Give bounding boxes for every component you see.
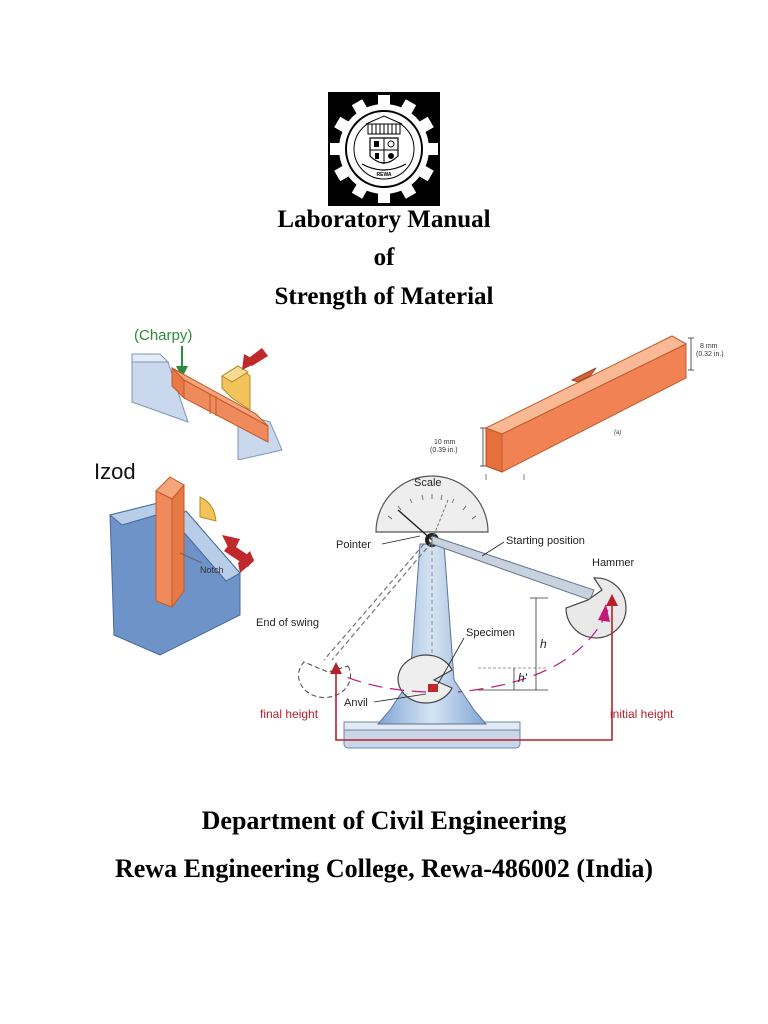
title-line-3: Strength of Material [274,283,494,310]
dim-top-a: 8 mm [700,343,718,350]
logo-ring-text: REWA [377,172,392,178]
izod-notch-label: Notch [200,565,224,575]
starting-position-label: Starting position [506,535,585,547]
izod-label: Izod [94,459,136,484]
hammer-label: Hammer [592,557,635,569]
anvil-label: Anvil [344,697,368,709]
initial-height-label: initial height [610,707,674,721]
bar-caption: (a) [614,430,621,436]
college-logo: REWA [328,92,440,206]
specimen-label: Specimen [466,627,515,639]
title-line-2: of [373,244,395,271]
charpy-label: (Charpy) [134,327,192,344]
end-of-swing-label: End of swing [256,617,319,629]
department-heading: Department of Civil Engineering [201,806,567,835]
college-heading: Rewa Engineering College, Rewa-486002 (I… [114,854,653,883]
charpy-illustration: (Charpy) [131,327,283,460]
scale-label: Scale [414,477,442,489]
title-line-1: Laboratory Manual [277,206,491,233]
h-prime-label: h' [518,671,528,685]
dim-top-b: (0.32 in.) [696,351,724,358]
specimen-bar-illustration: 8 mm (0.32 in.) 10 mm (0.39 in.) (a) [430,335,724,480]
final-height-label: final height [260,707,319,721]
h-label: h [540,637,547,651]
dim-side-a: 10 mm [434,439,456,446]
izod-illustration: Izod Notch [94,459,254,656]
pointer-label: Pointer [336,539,371,551]
dim-side-b: (0.39 in.) [430,447,458,454]
pendulum-diagram: Scale Pointer Starting position Hammer E… [256,475,674,749]
gear-seal-icon: REWA [330,95,438,203]
